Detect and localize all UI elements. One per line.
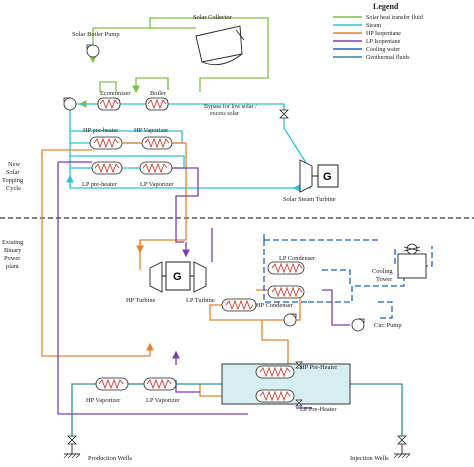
- lp-vaporizer-bottom: LP Vaporizer: [143, 377, 180, 404]
- legend-item-hp-isopentane: HP Isopentane: [333, 31, 401, 37]
- recuperator: [221, 298, 257, 312]
- legend-label: LP Isopentane: [366, 39, 401, 45]
- generator-label: G: [323, 171, 332, 183]
- legend-label: Solar heat transfer fluid: [366, 14, 423, 21]
- steam-feed-pump: [63, 97, 77, 111]
- injection-wells: Injection Wells: [350, 435, 411, 462]
- legend-item-lp-isopentane: LP Isopentane: [333, 39, 401, 45]
- label-circ-pump: Circ Pump: [374, 322, 402, 329]
- label-hp-vaporizer-top: HP Vaporizer: [134, 127, 169, 134]
- label-solar-boiler-pump: Solar Boiler Pump: [72, 31, 120, 38]
- label-boiler: Boiler: [150, 90, 167, 97]
- legend: Legend Solar heat transfer fluid Steam H…: [333, 2, 423, 61]
- economiser: Economiser: [97, 90, 131, 111]
- bypass-valve: Bypass for low solar /excess solar: [204, 103, 289, 119]
- lp-condenser: LP Condenser: [267, 255, 316, 275]
- label-lp-vaporizer-top: LP Vaporizer: [140, 181, 174, 188]
- hp-vaporizer-top: HP Vaporizer: [134, 127, 173, 150]
- production-wells: Production Wells: [63, 435, 132, 462]
- preheater-valves: [295, 361, 303, 407]
- label-lp-preheater-bottom: LP Pre-Heater: [300, 406, 337, 413]
- legend-item-solar-htf: Solar heat transfer fluid: [333, 14, 423, 21]
- boiler: Boiler: [145, 90, 169, 111]
- generator-binary: G: [165, 261, 191, 291]
- label-cooling-tower-text: Cooling: [372, 268, 393, 275]
- label-hp-vaporizer-bottom: HP Vaporizer: [86, 397, 121, 404]
- label-hp-condenser: HP Condenser: [256, 302, 294, 309]
- lp-preheater-top: LP pre-heater: [82, 161, 123, 188]
- circ-pump: Circ Pump: [351, 318, 402, 332]
- legend-label: Steam: [366, 23, 381, 29]
- hp-preheater-top: HP pre-heater: [83, 127, 123, 150]
- geothermal-lines: [71, 380, 403, 436]
- solar-steam-turbine: Solar Steam Turbine: [283, 159, 336, 203]
- hp-turbine: HP Turbine: [126, 261, 163, 304]
- label-solar-steam-turbine: Solar Steam Turbine: [283, 196, 336, 203]
- legend-title: Legend: [373, 2, 399, 11]
- label-lp-preheater-top: LP pre-heater: [82, 181, 118, 188]
- generator-solar: G: [317, 164, 339, 188]
- label-injection-wells: Injection Wells: [350, 455, 389, 462]
- label-bypass-line-2: excess solar: [210, 111, 239, 117]
- label-bypass-line: Bypass for low solar /: [204, 103, 257, 110]
- lp-turbine: LP Turbine: [186, 261, 215, 304]
- label-cooling-tower-text-2: Tower: [376, 276, 393, 283]
- legend-label: Cooling water: [366, 47, 400, 53]
- hp-condenser: HP Condenser: [256, 285, 305, 309]
- label-solar-collector: Solar Collector: [193, 14, 233, 21]
- label-economiser: Economiser: [100, 90, 131, 97]
- solar-boiler-pump: Solar Boiler Pump: [72, 31, 120, 58]
- label-hp-preheater-top: HP pre-heater: [83, 127, 119, 134]
- solar-htf-loop: [78, 17, 269, 108]
- label-hp-preheater-bottom: HP Pre-Heater: [300, 364, 338, 371]
- label-lp-condenser: LP Condenser: [279, 255, 316, 262]
- label-hp-turbine: HP Turbine: [126, 297, 156, 304]
- preheater-vessel: HP Pre-Heater LP Pre-Heater: [221, 363, 351, 413]
- isopentane-pump: [283, 313, 297, 327]
- label-lp-vaporizer-bottom: LP Vaporizer: [146, 397, 180, 404]
- legend-label: HP Isopentane: [366, 31, 401, 37]
- generator-label: G: [173, 271, 182, 283]
- lp-isopentane-lines: [57, 161, 350, 415]
- label-lp-turbine: LP Turbine: [186, 297, 215, 304]
- lp-vaporizer-top: LP Vaporizer: [139, 161, 174, 188]
- legend-label: Geothermal fluids: [366, 54, 410, 61]
- legend-item-geothermal: Geothermal fluids: [333, 54, 410, 61]
- solar-collector: Solar Collector: [193, 14, 245, 66]
- legend-item-cooling-water: Cooling water: [333, 47, 400, 53]
- legend-item-steam: Steam: [333, 23, 381, 29]
- label-production-wells: Production Wells: [88, 455, 132, 462]
- label-bypass: Bypass for low solar /excess solar: [204, 103, 257, 117]
- hp-vaporizer-bottom: HP Vaporizer: [86, 377, 129, 404]
